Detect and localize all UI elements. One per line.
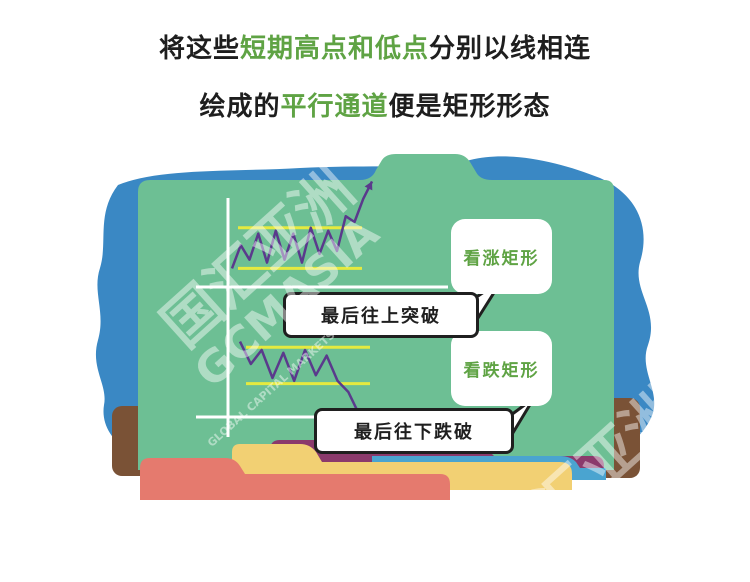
heading-line-1-before: 将这些 [158,34,240,64]
bull-rectangle-arrowhead [364,181,373,191]
heading-line-2-before: 绘成的 [199,92,281,122]
heading-line-1: 将这些短期高点和低点分别以线相连 [0,28,750,65]
heading-line-1-after: 分别以线相连 [429,34,592,64]
heading-line-2-after: 便是矩形形态 [388,92,551,122]
bear-rectangle-card: 看跌矩形 [451,331,552,406]
bull-rectangle-chart [230,180,374,270]
heading-line-1-highlight: 短期高点和低点 [239,34,429,64]
bull-rectangle-card: 看涨矩形 [451,219,552,294]
bull-rectangle-price-line [230,180,374,269]
callout-break-up: 最后往上突破 [283,292,479,338]
illustration [95,154,655,500]
heading-line-2-highlight: 平行通道 [280,92,389,122]
callout-break-down: 最后往下跌破 [314,408,514,454]
folder-red [140,458,450,500]
bear-rectangle-price-line [238,341,372,432]
heading-line-2: 绘成的平行通道便是矩形形态 [0,86,750,123]
